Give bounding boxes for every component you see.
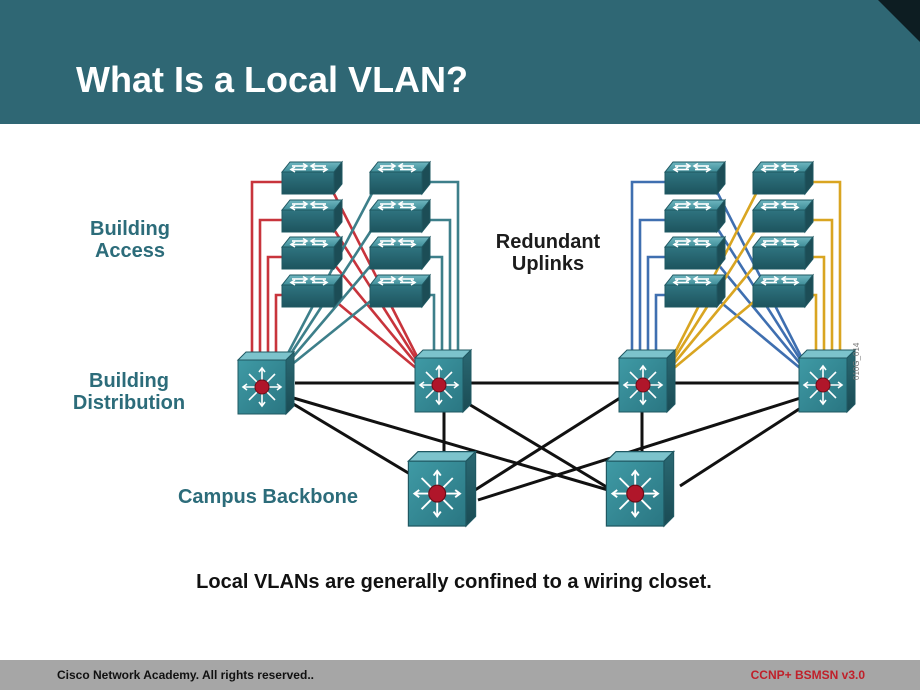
figure-id: 010G_014 — [852, 342, 861, 380]
slide-header: What Is a Local VLAN? — [0, 0, 920, 124]
footer-copyright: Cisco Network Academy. All rights reserv… — [57, 668, 314, 682]
label-line: Building — [89, 370, 169, 392]
access-switches-right-a — [664, 161, 726, 308]
backbone-links — [289, 381, 811, 502]
campus-backbone-label: Campus Backbone — [177, 486, 359, 508]
building-distribution-label: Building Distribution — [62, 370, 196, 414]
redundant-uplinks-label: Redundant Uplinks — [486, 231, 610, 275]
access-switch-icon — [369, 199, 431, 233]
multilayer-switch-icon — [237, 351, 295, 415]
access-switch-icon — [369, 236, 431, 270]
label-line: Access — [94, 240, 166, 262]
multilayer-switch-icon — [798, 349, 856, 413]
network-diagram — [237, 161, 856, 527]
access-switch-icon — [664, 274, 726, 308]
access-switch-icon — [664, 161, 726, 195]
access-switch-icon — [281, 161, 343, 195]
access-switch-icon — [752, 236, 814, 270]
multilayer-switch-icon — [618, 349, 676, 413]
footer-course: CCNP+ BSMSN v3.0 — [750, 668, 865, 682]
multilayer-switch-icon — [407, 450, 477, 527]
access-switch-icon — [752, 199, 814, 233]
multilayer-switch-icon — [605, 450, 675, 527]
slide-caption: Local VLANs are generally confined to a … — [196, 571, 712, 593]
label-line: Uplinks — [511, 253, 585, 275]
access-switches-left-b — [369, 161, 431, 308]
core-switches — [407, 450, 675, 527]
access-switch-icon — [369, 161, 431, 195]
corner-accent — [878, 0, 920, 42]
access-switch-icon — [664, 199, 726, 233]
building-access-label: Building Access — [72, 218, 188, 262]
access-switches-left-a — [281, 161, 343, 308]
access-switch-icon — [281, 236, 343, 270]
access-switch-icon — [752, 161, 814, 195]
slide-title: What Is a Local VLAN? — [76, 59, 469, 100]
access-switch-icon — [281, 274, 343, 308]
footer-bar: Cisco Network Academy. All rights reserv… — [0, 660, 920, 690]
access-switch-icon — [281, 199, 343, 233]
access-switch-icon — [369, 274, 431, 308]
multilayer-switch-icon — [414, 349, 472, 413]
access-switch-icon — [752, 274, 814, 308]
label-line: Redundant — [495, 231, 601, 253]
access-switch-icon — [664, 236, 726, 270]
label-line: Building — [90, 218, 170, 240]
access-switches-right-b — [752, 161, 814, 308]
label-line: Distribution — [72, 392, 186, 414]
